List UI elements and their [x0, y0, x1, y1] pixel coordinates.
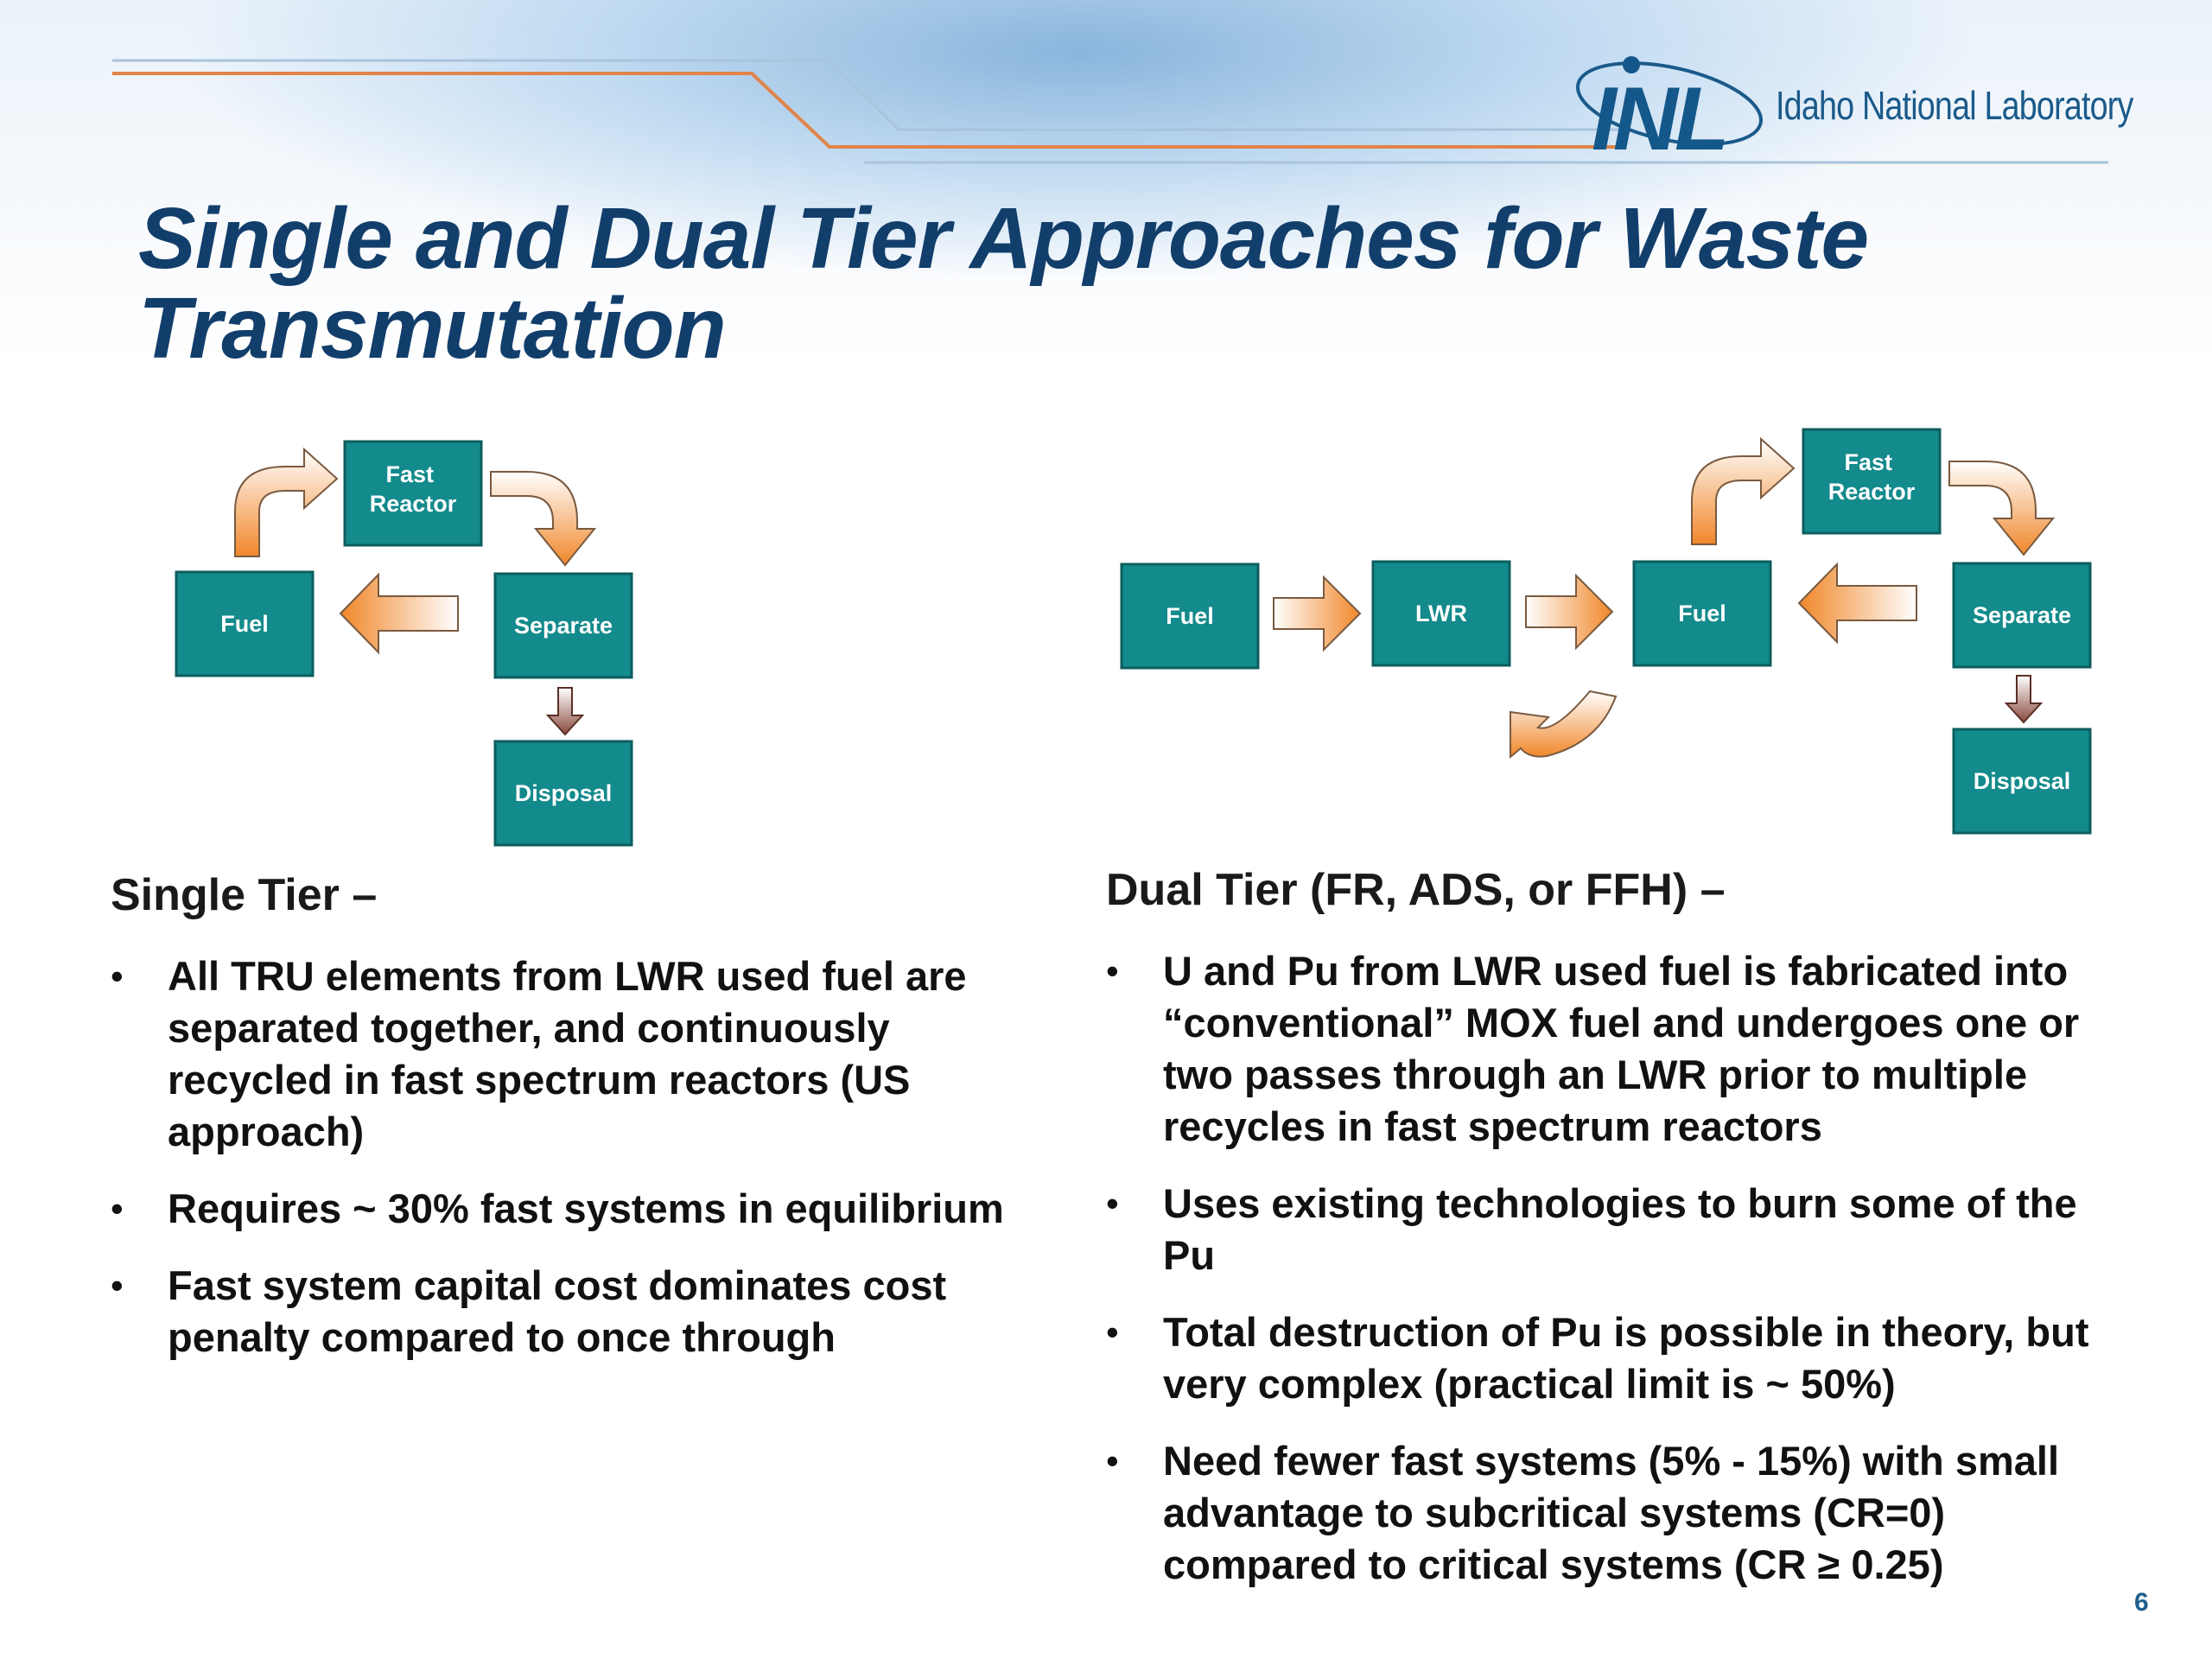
single-tier-bullet: •Fast system capital cost dominates cost…: [111, 1260, 1052, 1363]
arrow-fast-reactor-to-separate-dual: [1948, 461, 2056, 556]
dual-tier-heading: Dual Tier (FR, ADS, or FFH) –: [1106, 865, 1726, 915]
arrow-separate-to-disposal: [545, 687, 585, 736]
arrow-lwr-recycle-loop: [1510, 690, 1618, 760]
box-lwr-label: LWR: [1415, 601, 1467, 626]
page-number: 6: [2134, 1588, 2149, 1617]
bullet-icon: •: [111, 1188, 124, 1229]
box-fast-reactor: Fast Reactor: [343, 440, 483, 547]
dual-tier-bullet: •U and Pu from LWR used fuel is fabricat…: [1106, 945, 2126, 1153]
single-tier-bullets: •All TRU elements from LWR used fuel are…: [111, 950, 1052, 1389]
box-fuel-1: Fuel: [1120, 563, 1260, 670]
single-tier-bullet: •Requires ~ 30% fast systems in equilibr…: [111, 1183, 1052, 1235]
box-separate: Separate: [493, 572, 633, 679]
bullet-icon: •: [1106, 1312, 1119, 1352]
box-fuel: Fuel: [175, 570, 315, 677]
box-fuel-label: Fuel: [220, 611, 269, 637]
transmutation-flow-diagram: Fast Reactor Fuel Separate Disposal: [175, 428, 2092, 847]
box-fast-reactor-dual-label: Fast: [1844, 449, 1892, 475]
box-fuel-2-label: Fuel: [1678, 601, 1726, 626]
box-separate-dual-label: Separate: [1973, 602, 2071, 628]
box-disposal-dual: Disposal: [1952, 728, 2092, 835]
dual-tier-diagram: Fuel LWR Fuel Fast Reactor Separate Disp…: [1120, 428, 2092, 835]
arrow-separate-to-disposal-dual: [2004, 675, 2044, 724]
bullet-icon: •: [1106, 1440, 1119, 1481]
svg-text:Fast Reactor: Fast Reactor: [370, 461, 457, 517]
box-fuel-2: Fuel: [1632, 560, 1772, 667]
arrow-fast-reactor-to-separate: [490, 471, 597, 567]
dual-tier-bullet: •Need fewer fast systems (5% - 15%) with…: [1106, 1435, 2126, 1591]
box-lwr: LWR: [1371, 560, 1511, 667]
dual-tier-bullet: •Total destruction of Pu is possible in …: [1106, 1306, 2126, 1410]
svg-text:Fast Reactor: Fast Reactor: [1828, 449, 1916, 505]
arrow-fuel-to-fast-reactor: [234, 447, 339, 557]
box-fuel-1-label: Fuel: [1166, 603, 1214, 629]
box-fast-reactor-dual: Fast Reactor: [1802, 428, 1942, 535]
arrow-separate-to-fuel-dual: [1797, 562, 1917, 645]
box-disposal-label: Disposal: [515, 780, 613, 806]
arrow-fuel-to-lwr: [1273, 575, 1362, 652]
page-title: Single and Dual Tier Approaches for Wast…: [138, 190, 1869, 377]
box-separate-label: Separate: [514, 613, 613, 639]
bullet-icon: •: [111, 956, 124, 996]
header-decorative-lines: [112, 59, 2108, 164]
bullet-icon: •: [1106, 1183, 1119, 1224]
dual-tier-bullet: •Uses existing technologies to burn some…: [1106, 1178, 2126, 1281]
single-tier-diagram: Fast Reactor Fuel Separate Disposal: [175, 440, 633, 847]
dual-tier-bullets: •U and Pu from LWR used fuel is fabricat…: [1106, 945, 2126, 1616]
arrow-fuel-to-fast-reactor-dual: [1691, 436, 1796, 545]
box-disposal-dual-label: Disposal: [1974, 768, 2071, 794]
box-disposal: Disposal: [493, 740, 633, 847]
box-separate-dual: Separate: [1952, 562, 2092, 669]
single-tier-bullet: •All TRU elements from LWR used fuel are…: [111, 950, 1052, 1158]
logo-text: Idaho National Laboratory: [1776, 83, 2133, 128]
single-tier-heading: Single Tier –: [111, 870, 378, 920]
svg-text:INL: INL: [1592, 69, 1726, 160]
box-fast-reactor-label: Fast: [385, 461, 434, 487]
bullet-icon: •: [111, 1265, 124, 1306]
bullet-icon: •: [1106, 950, 1119, 991]
arrow-separate-to-fuel: [339, 572, 459, 655]
inl-logo: INL Idaho National Laboratory: [1573, 48, 2133, 160]
arrow-lwr-to-fuel: [1525, 573, 1614, 651]
inl-logo-mark: INL: [1575, 56, 1764, 160]
